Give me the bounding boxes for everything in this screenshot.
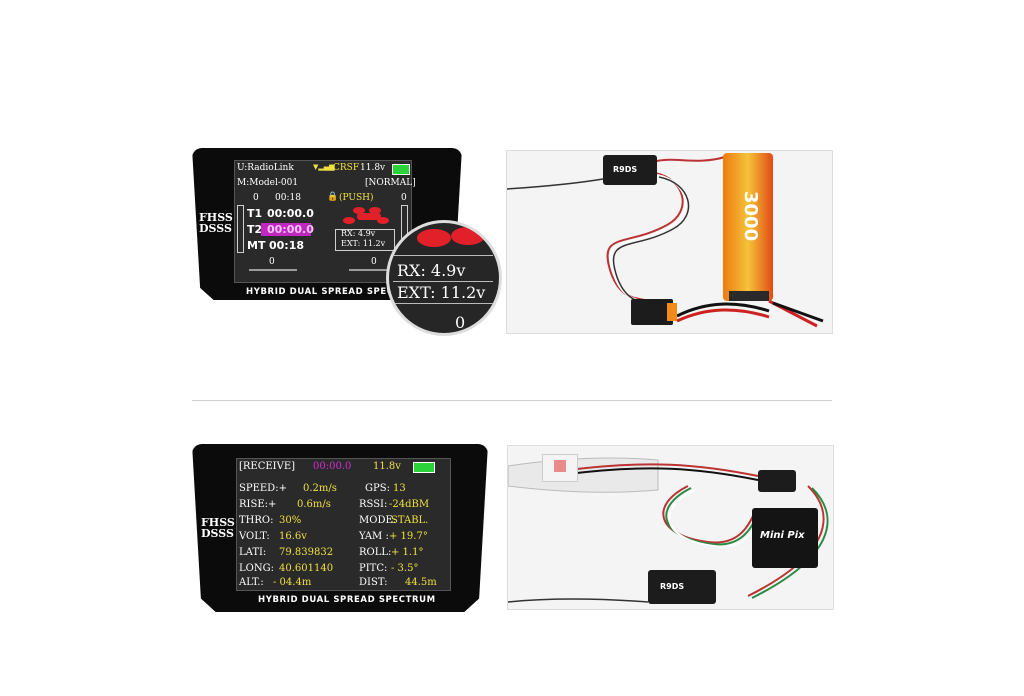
spectrum-banner: HYBRID DUAL SPREAD SPECTRUM bbox=[246, 287, 424, 297]
zoom-rx-line: RX: 4.9v bbox=[397, 261, 466, 280]
model-name: M:Model-001 bbox=[237, 178, 299, 188]
tx-voltage: 11.8v bbox=[360, 163, 386, 173]
roll-value: + 1.1° bbox=[391, 547, 424, 558]
rssi-label: RSSI: bbox=[359, 499, 388, 510]
voltage-sensor-module bbox=[631, 299, 673, 325]
left-trim-bar bbox=[237, 205, 244, 253]
voltage-box bbox=[335, 229, 395, 251]
battery-icon-bottom bbox=[413, 462, 435, 473]
lati-value: 79.839832 bbox=[279, 547, 334, 558]
mt-value: 00:18 bbox=[269, 239, 305, 252]
pitc-value: - 3.5° bbox=[391, 563, 419, 574]
speed-value: 0.2m/s bbox=[303, 483, 337, 494]
zoom-bottom-value: 0 bbox=[455, 313, 466, 332]
magnifier-zoom: RX: 4.9v EXT: 11.2v 0 bbox=[386, 220, 502, 336]
left-counter: 0 bbox=[253, 193, 259, 203]
t2-highlight bbox=[261, 223, 311, 236]
sensor-module bbox=[758, 470, 796, 492]
pitc-label: PITC: bbox=[359, 563, 388, 574]
signal-icon: ▼▂▄▆ bbox=[313, 163, 335, 171]
receiver-module bbox=[603, 155, 657, 185]
mt-label: MT bbox=[247, 239, 266, 252]
receive-label: [RECEIVE] bbox=[239, 461, 296, 472]
battery-icon bbox=[392, 164, 410, 175]
dist-label: DIST: bbox=[359, 577, 388, 588]
t1-value: 00:00.0 bbox=[267, 207, 314, 220]
t2-label: T2 bbox=[247, 223, 263, 236]
flight-controller bbox=[752, 508, 818, 568]
right-counter: 0 bbox=[401, 193, 407, 203]
rise-label: RISE:+ bbox=[239, 499, 277, 510]
user-name: U:RadioLink bbox=[237, 163, 294, 173]
wiring-photo-flight-controller: Mini Pix R9DS bbox=[507, 445, 834, 610]
mode-label: MODE: bbox=[359, 515, 397, 526]
ext-voltage-line: EXT: 11.2v bbox=[341, 239, 386, 248]
long-value: 40.601140 bbox=[279, 563, 334, 574]
volt-label: VOLT: bbox=[239, 531, 270, 542]
rise-value: 0.6m/s bbox=[297, 499, 331, 510]
alt-value: - 04.4m bbox=[273, 577, 312, 588]
trim-right-value: 0 bbox=[371, 257, 377, 267]
lipo-battery bbox=[723, 153, 773, 301]
thro-value: 30% bbox=[279, 515, 302, 526]
rssi-value: -24dBM bbox=[389, 499, 430, 510]
push-label: (PUSH) bbox=[339, 193, 374, 203]
roll-label: ROLL: bbox=[359, 547, 392, 558]
receive-voltage: 11.8v bbox=[373, 461, 401, 472]
zoom-ext-line: EXT: 11.2v bbox=[397, 283, 486, 302]
main-timer: 00:18 bbox=[275, 193, 301, 203]
battery-capacity-label: 3000 bbox=[740, 191, 761, 242]
yam-value: + 19.7° bbox=[389, 531, 428, 542]
flight-mode: [NORMAL] bbox=[365, 178, 416, 188]
receiver-label-bottom: R9DS bbox=[660, 582, 685, 591]
trim-left-value: 0 bbox=[269, 257, 275, 267]
brand-fhss-bottom: FHSS bbox=[201, 516, 235, 529]
spectrum-banner-bottom: HYBRID DUAL SPREAD SPECTRUM bbox=[258, 595, 436, 605]
volt-value: 16.6v bbox=[279, 531, 307, 542]
t1-label: T1 bbox=[247, 207, 263, 220]
gps-value: 13 bbox=[393, 483, 406, 494]
gps-label: GPS: bbox=[365, 483, 390, 494]
trim-left-bar bbox=[249, 269, 297, 271]
brand-dsss-bottom: DSSS bbox=[201, 527, 234, 540]
telemetry-screen-receive: [RECEIVE] 00:00.0 11.8v SPEED:+ 0.2m/s G… bbox=[236, 458, 451, 591]
trim-right-bar bbox=[349, 269, 397, 271]
brand-dsss: DSSS bbox=[199, 222, 232, 235]
wiring-photo-battery: R9DS 3000 bbox=[506, 150, 833, 334]
t2-value: 00:00.0 bbox=[267, 223, 314, 236]
speed-label: SPEED:+ bbox=[239, 483, 287, 494]
section-divider bbox=[192, 400, 832, 401]
lock-icon: 🔒 bbox=[327, 192, 339, 202]
brand-fhss: FHSS bbox=[199, 211, 233, 224]
yam-label: YAM : bbox=[359, 531, 389, 542]
thro-label: THRO: bbox=[239, 515, 274, 526]
receiver-module-bottom bbox=[648, 570, 716, 604]
dist-value: 44.5m bbox=[405, 577, 437, 588]
protocol-label: CRSF bbox=[333, 163, 360, 173]
fc-label: Mini Pix bbox=[760, 530, 805, 541]
rx-voltage-line: RX: 4.9v bbox=[341, 229, 376, 238]
receiver-label: R9DS bbox=[613, 165, 638, 174]
receive-timer: 00:00.0 bbox=[313, 461, 352, 472]
telemetry-screen-main: U:RadioLink ▼▂▄▆ CRSF 11.8v M:Model-001 … bbox=[234, 160, 416, 283]
lati-label: LATI: bbox=[239, 547, 267, 558]
alt-label: ALT.: bbox=[239, 577, 264, 588]
mode-value: STABL. bbox=[391, 515, 429, 526]
long-label: LONG: bbox=[239, 563, 274, 574]
